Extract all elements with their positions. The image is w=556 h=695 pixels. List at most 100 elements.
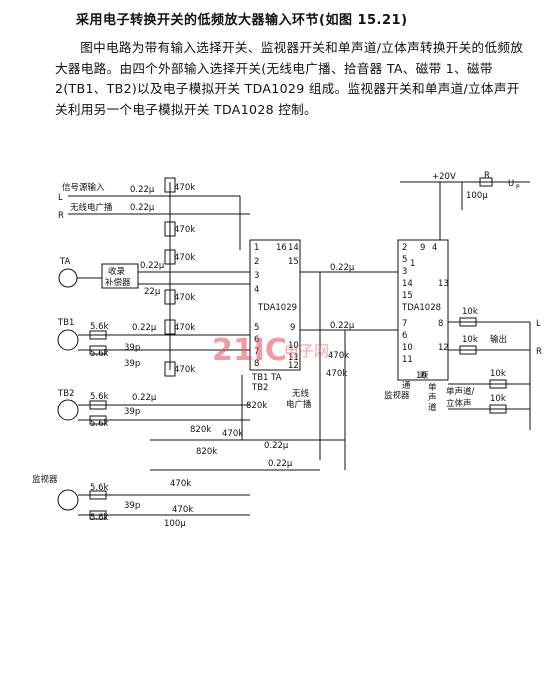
ic1-pin: 16 [276,243,287,253]
res-label: 5.6k [90,322,109,332]
res-label: 470k [174,293,195,303]
res-label: 470k [172,505,193,515]
res-label: 820k [196,447,217,457]
ic2-pin: 7 [402,319,407,329]
ic1-pin: 2 [254,257,259,267]
ic1-pin: 4 [254,285,259,295]
res-label: 5.6k [90,483,109,493]
res-label: 5.6k [90,392,109,402]
circuit-diagram: 信号源输入 L R 无线电广播 TA 收录 补偿器 TB1 TB2 监视器 TD… [32,171,542,529]
res-label: 470k [328,351,349,361]
res-R-label: R [484,171,490,181]
up-label: U [508,179,514,189]
radio2-label-1: 无线 [292,388,310,399]
ic2-pin: 6 [402,331,407,341]
monitor2-label: 监视器 [384,390,410,401]
watermark-sub: 电子网 [284,342,329,360]
ic1-pin: 14 [288,243,299,253]
cap-label: 39p [124,359,140,369]
ic2-pin: 5 [402,255,407,265]
ic2-pin: 10 [402,343,413,353]
ic2-pin: 8 [438,319,443,329]
ic1-pin: 3 [254,271,259,281]
res-label: 820k [246,401,267,411]
res-label: 10k [462,335,478,345]
ic1-pin: 10 [288,341,299,351]
ic2-pin: 1 [410,259,415,269]
ic1-pin: 15 [288,257,299,267]
monitor-label: 监视器 [32,474,58,485]
ic1-pin: 5 [254,323,259,333]
ta-label: TA [59,257,71,267]
res-label: 470k [326,369,347,379]
ic2-pin: 9 [420,243,425,253]
res-label: 470k [174,225,195,235]
cap-label: 39p [124,501,140,511]
cap-label: 39p [124,407,140,417]
radio2-label-2: 电广播 [286,399,312,410]
cap-label: 0.22μ [130,185,155,195]
res-label: 5.6k [90,513,109,523]
duan-label: 断 [420,370,429,381]
mono-label-3: 道 [428,402,437,413]
tb1-label: TB1 [57,318,74,328]
ic1-label: TDA1029 [257,303,297,313]
equalizer-label-1: 收录 [108,266,126,277]
res-label: 10k [490,394,506,404]
res-label: 470k [174,365,195,375]
ic2-pin: 15 [402,291,413,301]
ic2-pin: 3 [402,267,407,277]
res-label: 10k [490,369,506,379]
supply-label: +20V [432,172,456,182]
ic1-pin: 12 [288,361,299,371]
cap-label: 0.22μ [132,393,157,403]
cap-label: 100μ [466,191,488,201]
cap-label: 0.22μ [140,261,165,271]
ic1-pin: 7 [254,347,259,357]
ic2-pin: 2 [402,243,407,253]
equalizer-label-2: 补偿器 [105,277,131,288]
up-sub-label: P [516,184,520,191]
ic2-label: TDA1028 [401,303,441,313]
output-label: 输出 [490,334,507,345]
description-paragraph: 图中电路为带有输入选择开关、监视器开关和单声道/立体声转换开关的低频放大器电路。… [55,40,524,117]
signal-input-label: 信号源输入 [62,182,105,193]
res-label: 470k [174,253,195,263]
ic2-pin: 14 [402,279,413,289]
tb2-legend: TB2 [251,383,268,393]
res-label: 470k [174,183,195,193]
radio-label: 无线电广播 [70,202,113,213]
ic2-pin: 16 [416,371,427,381]
out-R-label: R [536,347,542,357]
stereo-label-1: 单声道/ [446,386,475,397]
res-label: 470k [174,323,195,333]
cap-label: 0.22μ [130,203,155,213]
mono-label-1: 单 [428,382,437,393]
ic1-pin: 9 [290,323,295,333]
res-label: 5.6k [90,349,109,359]
mono-label-2: 声 [428,392,437,403]
ic2-pin: 12 [438,343,449,353]
ic2-pin: 13 [438,279,449,289]
cap-label: 0.22μ [132,323,157,333]
tb-ta-legend: TB1 TA [251,373,282,383]
cap-label: 22μ [144,287,161,297]
res-label: 820k [190,425,211,435]
cap-label: 0.22μ [330,321,355,331]
ic2-pin: 11 [402,355,413,365]
cap-label: 0.22μ [264,441,289,451]
out-L-label: L [536,319,541,329]
input-L-label: L [58,193,63,203]
ic1-pin: 11 [288,353,299,363]
input-R-label: R [58,211,64,221]
cap-label: 100μ [164,519,186,529]
tb2-label: TB2 [57,389,74,399]
tong-label: 通 [402,380,411,391]
cap-label: 0.22μ [268,459,293,469]
stereo-label-2: 立体声 [446,398,472,409]
ic1-pin: 8 [254,359,259,369]
ic2-pin: 4 [432,243,437,253]
res-label: 470k [170,479,191,489]
watermark-logo: 21IC [212,333,287,368]
res-label: 470k [222,429,243,439]
